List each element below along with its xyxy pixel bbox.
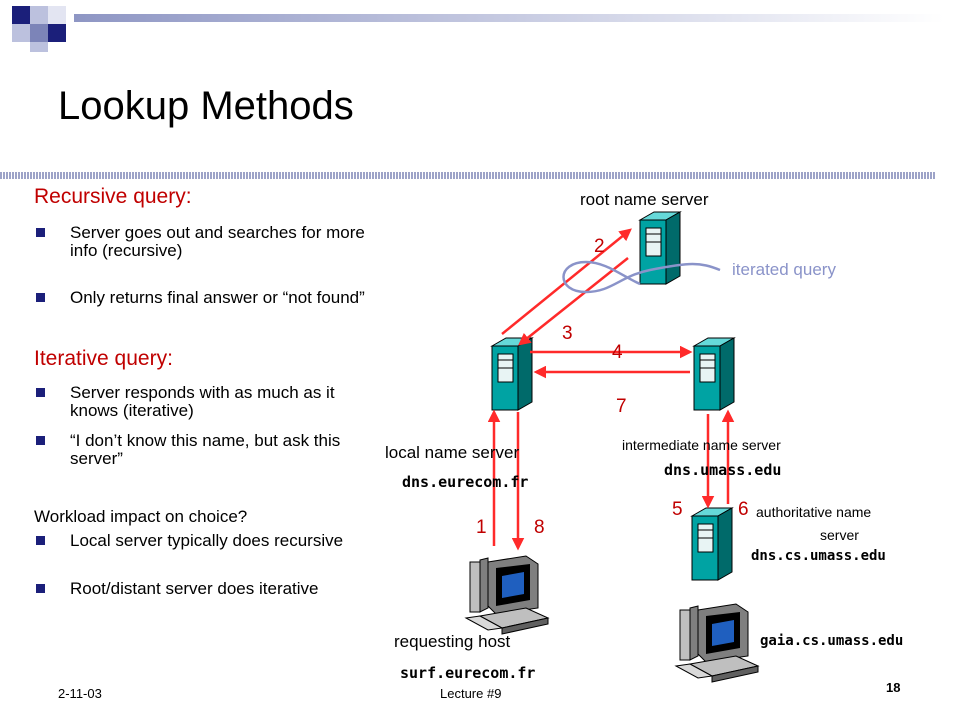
gaia-host-name: gaia.cs.umass.edu [760,633,904,649]
step-1-label: 1 [476,517,487,538]
bullet-iterative-2: “I don’t know this name, but ask this se… [34,432,380,468]
slide-title: Lookup Methods [58,84,354,128]
step-8-label: 8 [534,517,545,538]
page-number: 18 [886,680,901,695]
bullet-workload-2: Root/distant server does iterative [34,580,380,598]
gaia-host-computer-icon [675,603,759,683]
step-7-label: 7 [616,396,627,417]
footer-lecture: Lecture #9 [440,686,502,701]
workload-question: Workload impact on choice? [34,507,248,526]
title-divider [0,172,936,179]
bullet-iterative-1: Server responds with as much as it knows… [34,384,380,420]
requesting-host-name: surf.eurecom.fr [400,664,536,682]
intermediate-server-icon [693,337,735,411]
arrow-step-2 [501,228,632,335]
intermediate-server-label: intermediate name server [622,437,781,453]
local-server-icon [491,337,533,411]
arrow-step-3 [518,257,629,346]
bullet-workload-1: Local server typically does recursive [34,532,380,550]
root-server-icon [639,211,681,285]
step-5-label: 5 [672,499,683,520]
local-server-label: local name server [385,443,520,462]
requesting-host-computer-icon [465,555,549,635]
root-server-label: root name server [580,190,709,209]
step-3-label: 3 [562,323,573,344]
step-4-label: 4 [612,342,623,363]
recursive-heading: Recursive query: [34,185,192,208]
authoritative-server-host: dns.cs.umass.edu [751,548,886,564]
requesting-host-label: requesting host [394,632,511,651]
authoritative-server-icon [691,507,733,581]
local-server-host: dns.eurecom.fr [402,473,529,491]
intermediate-server-host: dns.umass.edu [664,461,782,479]
bullet-recursive-2: Only returns final answer or “not found” [34,289,380,307]
iterated-query-loop [562,260,721,294]
corner-decoration [12,6,944,52]
bullet-recursive-1: Server goes out and searches for more in… [34,224,380,260]
iterative-heading: Iterative query: [34,347,173,370]
step-6-label: 6 [738,499,749,520]
iterated-query-label: iterated query [732,260,836,279]
authoritative-server-label: authoritative name [756,504,872,520]
footer-date: 2-11-03 [58,686,102,701]
step-2-label: 2 [594,236,605,257]
authoritative-server-label-line2: server [820,527,859,543]
